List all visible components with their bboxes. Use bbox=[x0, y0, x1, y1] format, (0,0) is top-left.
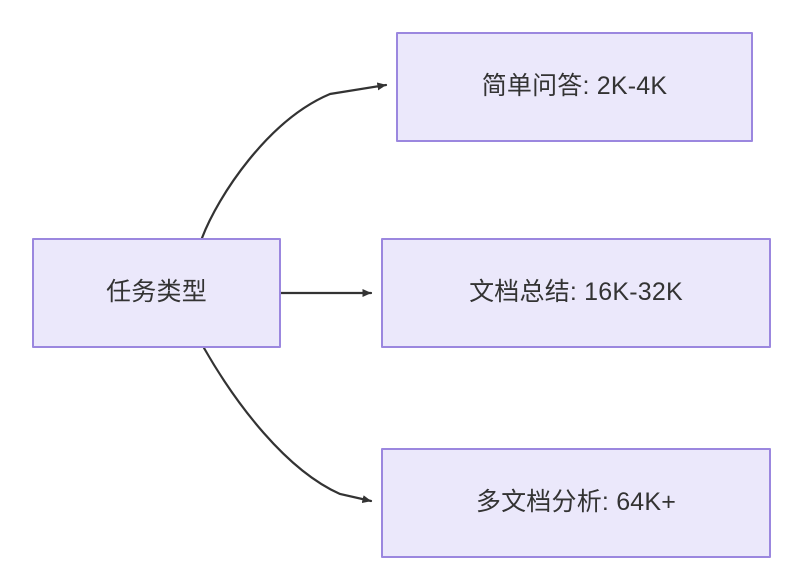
edge-task-type-to-multi-doc bbox=[202, 346, 373, 504]
node-task-type[interactable]: 任务类型 bbox=[32, 238, 281, 348]
node-simple-qa[interactable]: 简单问答: 2K-4K bbox=[396, 32, 753, 142]
node-multi-doc-label: 多文档分析: 64K+ bbox=[475, 488, 677, 517]
node-multi-doc[interactable]: 多文档分析: 64K+ bbox=[381, 448, 771, 558]
node-task-type-label: 任务类型 bbox=[106, 278, 207, 307]
edge-task-type-to-simple-qa bbox=[200, 82, 388, 240]
node-simple-qa-label: 简单问答: 2K-4K bbox=[481, 72, 668, 101]
node-doc-summary[interactable]: 文档总结: 16K-32K bbox=[381, 238, 771, 348]
node-doc-summary-label: 文档总结: 16K-32K bbox=[469, 278, 683, 307]
